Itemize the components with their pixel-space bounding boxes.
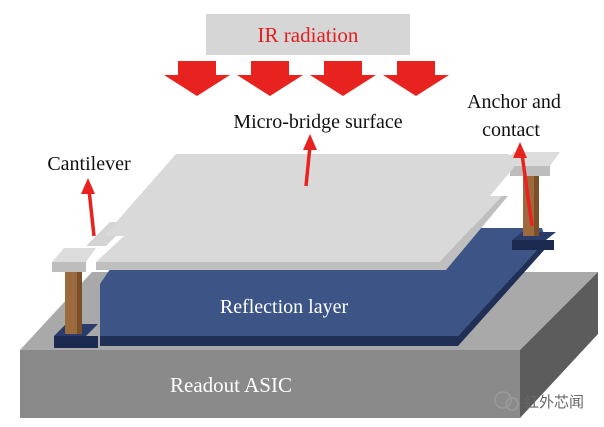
arrow-micro-bridge-head bbox=[303, 134, 317, 150]
cantilever-label: Cantilever bbox=[47, 153, 131, 175]
asic-front-face bbox=[20, 350, 520, 418]
readout-asic-label: Readout ASIC bbox=[170, 373, 292, 397]
radiation-arrow-3 bbox=[310, 61, 376, 96]
arrow-micro-bridge bbox=[304, 145, 312, 187]
radiation-arrow-2 bbox=[237, 61, 303, 96]
contact-pad-right bbox=[512, 240, 554, 250]
arrow-anchor bbox=[520, 153, 534, 227]
watermark-icon bbox=[494, 391, 512, 409]
cantilever-left-top bbox=[52, 248, 96, 262]
cantilever-left-front bbox=[52, 262, 86, 272]
asic-right-face bbox=[520, 272, 598, 418]
ir-radiation-box: IR radiation bbox=[206, 14, 410, 55]
pillar-right-shade bbox=[534, 176, 539, 236]
bridge-plate-top bbox=[96, 154, 520, 262]
watermark-text: 红外芯闻 bbox=[524, 393, 584, 411]
arrow-cantilever-head bbox=[81, 178, 95, 194]
watermark-icon-inner bbox=[505, 397, 519, 411]
micro-bridge bbox=[52, 152, 560, 272]
radiation-arrow-1 bbox=[164, 61, 230, 96]
pointer-arrows bbox=[81, 134, 534, 237]
anchor-label-line1: Anchor and bbox=[467, 91, 561, 113]
reflection-layer-label: Reflection layer bbox=[220, 296, 349, 318]
bridge-plate-edge bbox=[96, 196, 508, 270]
anchor-label-line2: contact bbox=[482, 119, 540, 141]
arrow-anchor-head bbox=[513, 142, 527, 158]
radiation-arrows bbox=[164, 61, 449, 96]
contact-pad-left bbox=[54, 336, 98, 348]
radiation-arrow-4 bbox=[383, 61, 449, 96]
micro-bridge-label: Micro-bridge surface bbox=[233, 111, 402, 133]
arrow-cantilever bbox=[87, 189, 96, 237]
cantilever-right-front bbox=[510, 166, 550, 176]
ir-radiation-label: IR radiation bbox=[258, 23, 359, 47]
watermark: 红外芯闻 bbox=[494, 391, 584, 411]
pillar-left-shade bbox=[77, 272, 82, 334]
